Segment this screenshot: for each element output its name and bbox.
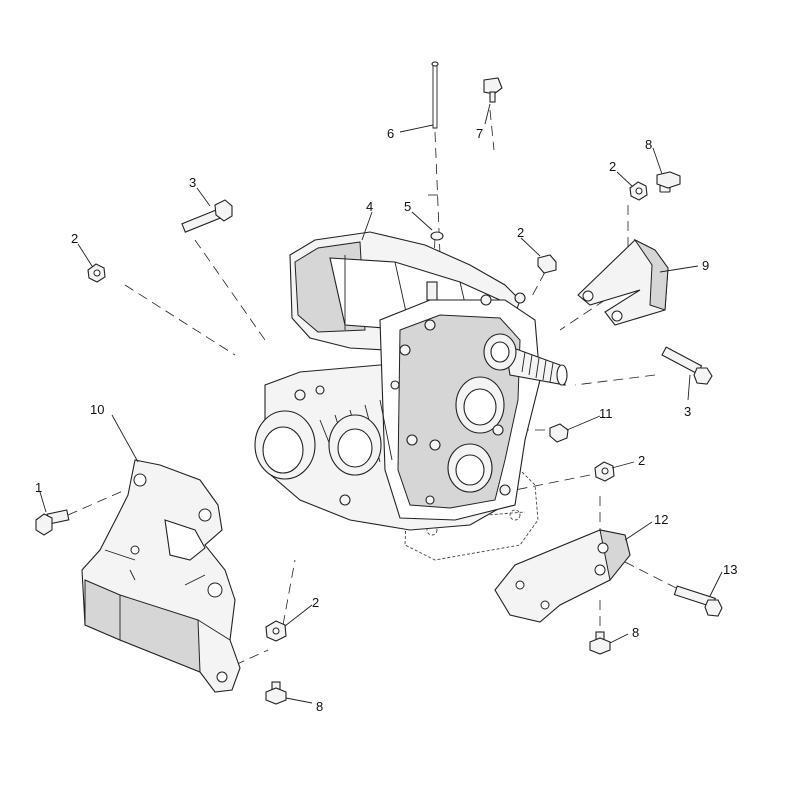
flange-nut-2d bbox=[594, 461, 615, 482]
callout-8-upper: 8 bbox=[645, 137, 652, 152]
bolt-13 bbox=[673, 585, 723, 617]
callout-6: 6 bbox=[387, 126, 394, 141]
upper-right-mount-bracket bbox=[577, 238, 669, 326]
bolt-8a bbox=[656, 171, 681, 193]
bolt-8b bbox=[589, 631, 611, 655]
transfer-case-assembly bbox=[254, 231, 568, 561]
bolt-3-lower bbox=[661, 346, 713, 385]
callout-10: 10 bbox=[90, 402, 104, 417]
flange-nut-2a bbox=[87, 263, 106, 283]
callout-4: 4 bbox=[366, 199, 373, 214]
callout-2-upper-right: 2 bbox=[609, 159, 616, 174]
callout-leaders bbox=[39, 103, 723, 704]
pin-6 bbox=[431, 61, 439, 129]
callout-8-lower: 8 bbox=[316, 699, 323, 714]
callout-12: 12 bbox=[654, 512, 668, 527]
callout-3-lower: 3 bbox=[684, 404, 691, 419]
breather-7 bbox=[483, 77, 503, 103]
callout-11: 11 bbox=[599, 406, 613, 421]
callout-8-right: 8 bbox=[632, 625, 639, 640]
lower-right-mount-bracket bbox=[494, 529, 631, 623]
nut-11 bbox=[549, 423, 569, 443]
callout-3-upper: 3 bbox=[189, 175, 196, 190]
callout-1: 1 bbox=[35, 480, 42, 495]
callout-2-center: 2 bbox=[517, 225, 524, 240]
flange-nut-2c bbox=[537, 254, 557, 274]
callout-2-left: 2 bbox=[71, 231, 78, 246]
left-mount-bracket bbox=[81, 459, 241, 693]
callout-5: 5 bbox=[404, 199, 411, 214]
callout-2-lower: 2 bbox=[312, 595, 319, 610]
callout-13: 13 bbox=[723, 562, 737, 577]
bolt-8c bbox=[265, 681, 287, 705]
clip-5 bbox=[430, 231, 444, 241]
callout-9: 9 bbox=[702, 258, 709, 273]
flange-nut-2b bbox=[629, 181, 648, 201]
flange-nut-2e bbox=[265, 620, 287, 642]
bolt-3-upper bbox=[181, 199, 233, 233]
callout-labels: 1 2 2 2 2 2 3 3 4 5 6 7 8 8 8 9 10 11 12… bbox=[35, 126, 737, 714]
bolt-1 bbox=[35, 509, 70, 536]
callout-7: 7 bbox=[476, 126, 483, 141]
callout-2-right: 2 bbox=[638, 453, 645, 468]
